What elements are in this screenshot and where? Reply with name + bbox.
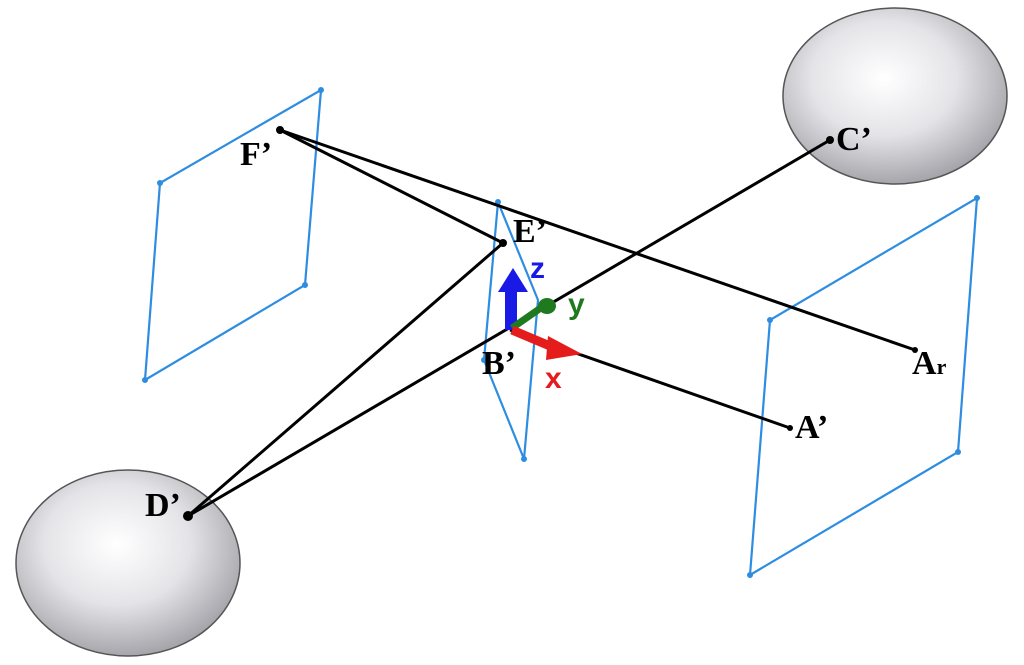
coordinate-axes [498, 268, 582, 360]
line-F-Ar [279, 128, 916, 352]
sphere-bottom-left [15, 469, 241, 657]
plane-right [748, 195, 979, 578]
label-F: F’ [240, 136, 272, 173]
sphere-top-right [782, 7, 1008, 185]
line-D-E [187, 241, 504, 518]
label-E: E’ [513, 213, 547, 250]
line-F-E [279, 128, 504, 245]
label-C: C’ [836, 121, 872, 158]
axis-y-label: y [568, 288, 585, 321]
axis-x-label: x [545, 362, 562, 395]
label-Ar: Ar [912, 345, 947, 382]
label-B: B’ [482, 345, 516, 382]
axis-z-label: z [530, 252, 545, 285]
label-D: D’ [145, 487, 181, 524]
label-A: A’ [795, 409, 828, 446]
